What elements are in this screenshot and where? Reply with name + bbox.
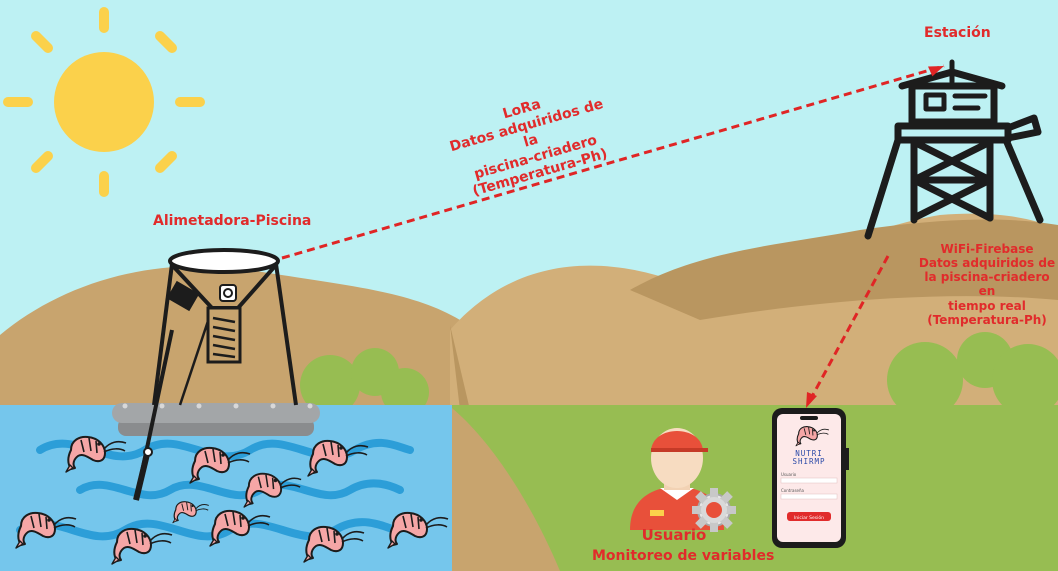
- wifi-link-line: [806, 255, 890, 405]
- feeder-label: Alimetadora-Piscina: [153, 213, 312, 229]
- username-field-label: Usuario: [781, 472, 797, 477]
- station-tower-icon: [864, 59, 1044, 240]
- link-arrowheads: [806, 66, 944, 408]
- sun-icon: [3, 7, 205, 197]
- dirt-path: [452, 408, 560, 571]
- float-platform: [112, 403, 320, 436]
- lora-link-line: [281, 64, 945, 260]
- app-logo-line2: SHIRMP: [792, 457, 825, 466]
- login-button[interactable]: Iniciar Sesión: [794, 514, 824, 521]
- password-field-label: Contraseña: [781, 488, 805, 493]
- bushes: [300, 332, 1058, 418]
- feeder-icon: [133, 248, 298, 501]
- app-logo-line1: NUTRI: [795, 449, 823, 458]
- grass: [452, 405, 1058, 571]
- wifi-link-label: WiFi-Firebase Datos adquiridos de la pis…: [918, 242, 1056, 327]
- station-label: Estación: [924, 25, 991, 41]
- link-lines: [281, 64, 945, 405]
- user-subtitle: Monitoreo de variables: [592, 548, 775, 564]
- user-title: Usuario: [641, 526, 707, 544]
- phone-screen: NUTRI SHIRMP: [792, 449, 825, 466]
- phone-icon: [772, 408, 849, 548]
- gear-icon: [692, 488, 736, 532]
